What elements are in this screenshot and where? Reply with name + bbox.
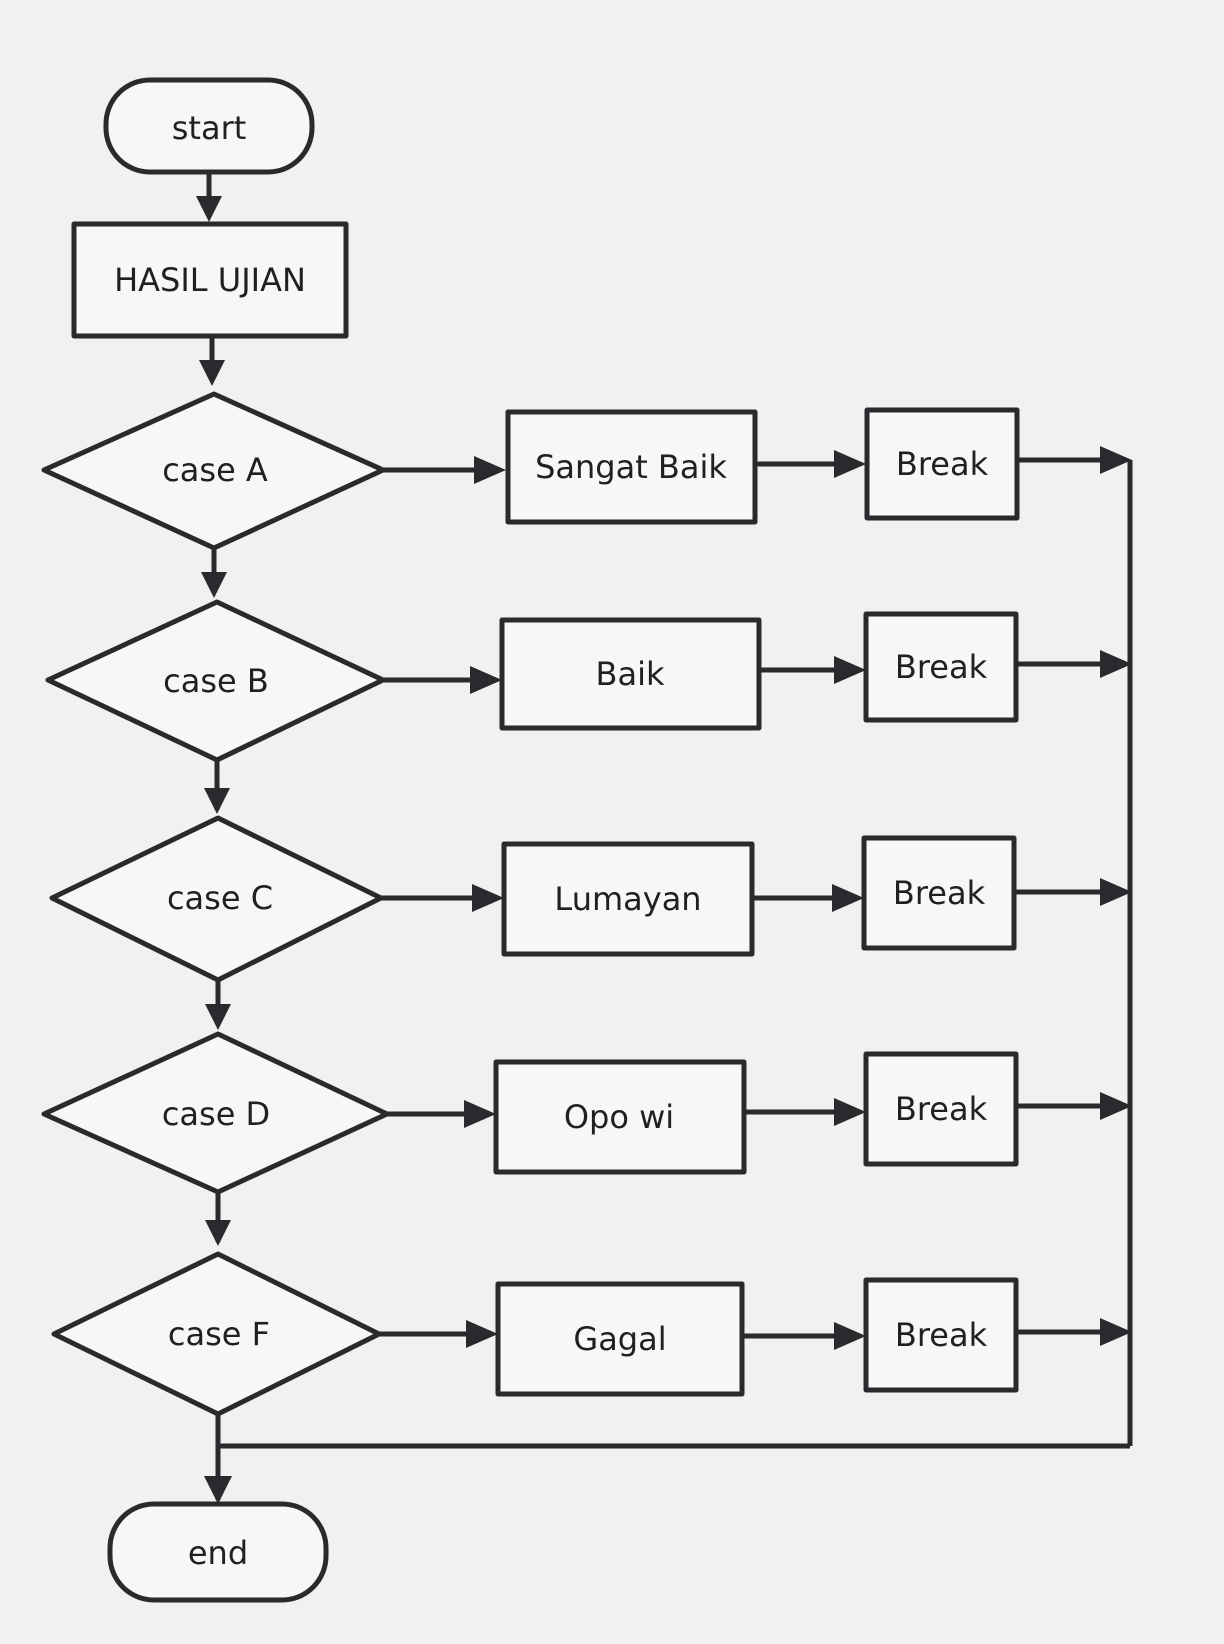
result-process-shape xyxy=(495,1281,745,1397)
case-action-label: Break xyxy=(895,1090,988,1128)
end-node: end xyxy=(107,1501,329,1603)
arrowhead-case-c-to-result xyxy=(472,884,504,912)
arrowhead-break-b-to-bus xyxy=(1100,650,1132,678)
arrowhead-case-d-to-result xyxy=(464,1100,496,1128)
case-result-label: Gagal xyxy=(573,1320,666,1358)
arrowhead-break-d-to-bus xyxy=(1100,1092,1132,1120)
case-condition-label: case F xyxy=(168,1315,270,1353)
case-action-label: Break xyxy=(896,445,989,483)
break-process-shape xyxy=(861,835,1017,951)
case-condition-label: case C xyxy=(167,879,273,917)
case-row: case F Gagal Break xyxy=(51,1251,1019,1417)
case-action-label: Break xyxy=(895,648,988,686)
decision-diamond xyxy=(51,1251,382,1417)
result-process-shape xyxy=(505,409,758,525)
result-process-shape xyxy=(499,617,762,731)
arrowhead-break-f-to-bus xyxy=(1100,1318,1132,1346)
arrowhead-case-b-to-case-c xyxy=(204,788,230,814)
connectors xyxy=(196,172,1133,1504)
arrowhead-result-d-to-break xyxy=(834,1098,866,1126)
arrowhead-break-c-to-bus xyxy=(1100,878,1132,906)
arrowhead-case-c-to-case-d xyxy=(205,1004,231,1030)
case-action-label: Break xyxy=(895,1316,988,1354)
end-label: end xyxy=(188,1534,248,1572)
case-condition-label: case D xyxy=(162,1095,270,1133)
decision-diamond xyxy=(41,391,386,551)
case-row: case A Sangat Baik Break xyxy=(41,391,1020,551)
arrowhead-case-d-to-case-f xyxy=(205,1220,231,1246)
decision-diamond xyxy=(45,599,386,763)
arrowhead-result-c-to-break xyxy=(832,884,864,912)
decision-diamond xyxy=(41,1031,390,1195)
break-process-shape xyxy=(863,611,1019,723)
arrowhead-case-a-to-result xyxy=(474,456,506,484)
case-result-label: Sangat Baik xyxy=(535,448,727,486)
break-process-shape xyxy=(864,407,1020,521)
case-result-label: Opo wi xyxy=(564,1098,674,1136)
decision-diamond xyxy=(49,815,384,983)
input-process-shape xyxy=(71,221,349,339)
case-row: case C Lumayan Break xyxy=(49,815,1017,983)
start-terminator-shape xyxy=(103,77,315,175)
arrowhead-input-to-case-a xyxy=(199,360,225,386)
case-condition-label: case A xyxy=(162,451,268,489)
arrowhead-result-f-to-break xyxy=(834,1322,866,1350)
case-row: case B Baik Break xyxy=(45,599,1019,763)
arrowhead-result-b-to-break xyxy=(834,656,866,684)
arrowhead-case-f-to-result xyxy=(466,1320,498,1348)
start-node: start xyxy=(103,77,315,175)
arrowhead-start-to-input xyxy=(196,196,222,222)
start-label: start xyxy=(172,109,247,147)
case-result-label: Baik xyxy=(596,655,665,693)
case-result-label: Lumayan xyxy=(554,880,701,918)
arrowhead-case-f-to-end xyxy=(204,1476,232,1504)
case-row: case D Opo wi Break xyxy=(41,1031,1019,1195)
arrowhead-break-a-to-bus xyxy=(1100,446,1132,474)
arrowhead-result-a-to-break xyxy=(834,450,866,478)
arrowhead-case-b-to-result xyxy=(470,666,502,694)
end-terminator-shape xyxy=(107,1501,329,1603)
input-node: HASIL UJIAN xyxy=(71,221,349,339)
arrowhead-case-a-to-case-b xyxy=(201,572,227,598)
input-label: HASIL UJIAN xyxy=(114,261,306,299)
case-condition-label: case B xyxy=(163,662,269,700)
break-process-shape xyxy=(863,1277,1019,1393)
break-process-shape xyxy=(863,1051,1019,1167)
case-action-label: Break xyxy=(893,874,986,912)
result-process-shape xyxy=(493,1059,747,1175)
result-process-shape xyxy=(501,841,755,957)
